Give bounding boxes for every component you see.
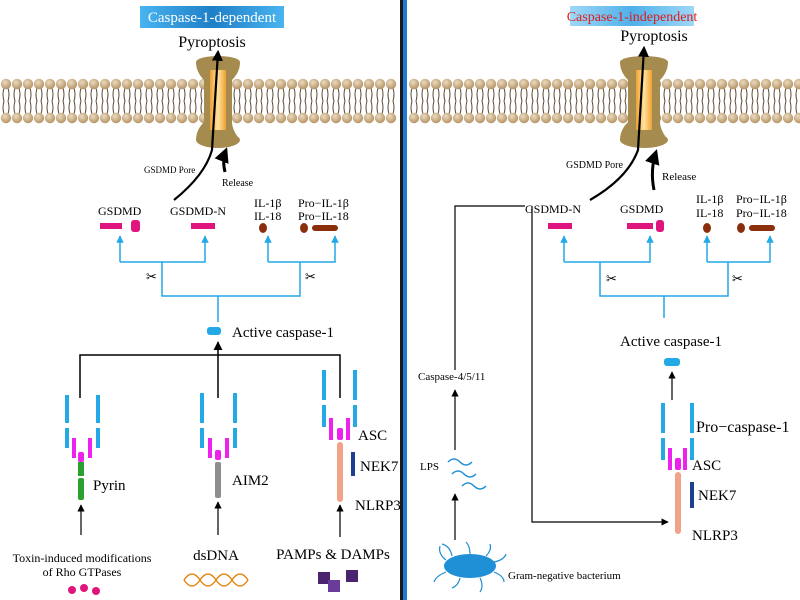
right-gsdmd-label: GSDMD	[620, 202, 664, 216]
left-pore-arrow	[173, 49, 223, 201]
panel-divider-blue	[403, 0, 407, 600]
right-il1b-label: IL-1β	[696, 192, 723, 206]
pyrin-inflammasome	[65, 395, 100, 500]
left-release-label: Release	[222, 178, 254, 189]
left-cleavage-lines	[116, 235, 339, 322]
left-il-mature-shape	[259, 223, 267, 233]
toxin-label-line2: of Rho GTPases	[43, 565, 122, 579]
right-pro-il18-label: Pro−IL-18	[736, 206, 787, 220]
left-header: Caspase-1-dependent	[148, 10, 277, 26]
right-active-caspase-label: Active caspase-1	[620, 334, 722, 350]
caspase-4-5-11-label: Caspase-4/5/11	[418, 371, 485, 383]
left-il18-label: IL-18	[254, 209, 281, 223]
left-scissors-icon-2: ✂	[305, 269, 316, 284]
left-pro-il18-label: Pro−IL-18	[298, 209, 349, 223]
damp-cubes-icon	[318, 570, 358, 592]
left-active-caspase-label: Active caspase-1	[232, 325, 334, 341]
right-pyroptosis-label: Pyroptosis	[620, 28, 688, 45]
pyrin-label: Pyrin	[93, 478, 126, 494]
right-gsdmd-n-shape	[548, 223, 572, 229]
right-panel: Caspase-1-independent Pyroptosis GSDMD P…	[418, 6, 789, 593]
right-pore-arrow	[589, 45, 649, 201]
left-pro-il1b-label: Pro−IL-1β	[298, 196, 349, 210]
pro-caspase-label: Pro−caspase-1	[696, 419, 789, 436]
right-nlrp3-inflammasome	[661, 403, 694, 534]
left-release-arrow	[214, 147, 229, 173]
right-pro-il-small	[737, 223, 745, 233]
left-trigger-arrows	[77, 501, 344, 537]
lps-label: LPS	[420, 461, 439, 473]
aim2-inflammasome	[200, 393, 237, 498]
panel-divider	[400, 0, 403, 600]
right-header-box	[570, 6, 694, 26]
right-nek7-label: NEK7	[698, 488, 737, 504]
right-il-mature-shape	[703, 223, 711, 233]
right-pro-il1b-label: Pro−IL-1β	[736, 192, 787, 206]
left-active-caspase-shape	[207, 327, 221, 335]
right-nlrp3-label: NLRP3	[692, 528, 738, 544]
left-nek7-label: NEK7	[360, 459, 399, 475]
right-gsdmd-c-terminal	[656, 220, 664, 232]
left-header-box	[140, 6, 284, 28]
lps-icon	[447, 458, 487, 490]
gram-negative-bacterium-label: Gram-negative bacterium	[508, 570, 621, 582]
right-release-arrow	[645, 149, 660, 191]
toxin-label-line1: Toxin-induced modifications	[13, 551, 152, 565]
right-cleavage-lines	[560, 235, 774, 318]
noncanonical-lines	[451, 205, 669, 540]
right-gsdmd-n-label: GSDMD-N	[525, 202, 581, 216]
left-pyroptosis-label: Pyroptosis	[178, 34, 246, 51]
left-pro-il-small	[300, 223, 308, 233]
left-convergence-lines	[79, 341, 341, 398]
aim2-label: AIM2	[232, 473, 269, 489]
right-asc-label: ASC	[692, 458, 721, 474]
left-pro-il-shape	[312, 225, 338, 231]
left-gsdmd-n-label: GSDMD-N	[170, 204, 226, 218]
right-release-label: Release	[662, 171, 696, 183]
left-nlrp3-inflammasome	[322, 370, 357, 502]
left-gsdmd-n-shape	[191, 223, 215, 229]
right-il18-label: IL-18	[696, 206, 723, 220]
pamps-damps-label: PAMPs & DAMPs	[276, 547, 390, 563]
right-pro-il-shape	[749, 225, 775, 231]
left-gsdmd-n-terminal	[100, 223, 122, 229]
right-scissors-icon-1: ✂	[606, 271, 617, 286]
right-gsdmd-pore-label: GSDMD Pore	[566, 160, 624, 171]
left-nlrp3-label: NLRP3	[355, 498, 401, 514]
gram-negative-bacterium-icon	[433, 541, 507, 593]
left-il1b-label: IL-1β	[254, 196, 281, 210]
dsdna-label: dsDNA	[193, 548, 239, 564]
left-gsdmd-pore-label: GSDMD Pore	[144, 165, 195, 175]
toxin-icon	[68, 584, 100, 595]
right-active-caspase-shape	[664, 358, 680, 366]
right-gsdmd-pore	[620, 56, 668, 148]
left-asc-label: ASC	[358, 428, 387, 444]
right-scissors-icon-2: ✂	[732, 271, 743, 286]
left-panel: Caspase-1-dependent Pyroptosis GSDMD Por…	[13, 6, 401, 595]
left-gsdmd-label: GSDMD	[98, 204, 142, 218]
left-gsdmd-c-terminal	[131, 220, 140, 232]
dsdna-helix-icon	[183, 573, 249, 587]
right-gsdmd-n-terminal	[627, 223, 653, 229]
right-header: Caspase-1-independent	[567, 10, 698, 25]
left-scissors-icon-1: ✂	[146, 269, 157, 284]
